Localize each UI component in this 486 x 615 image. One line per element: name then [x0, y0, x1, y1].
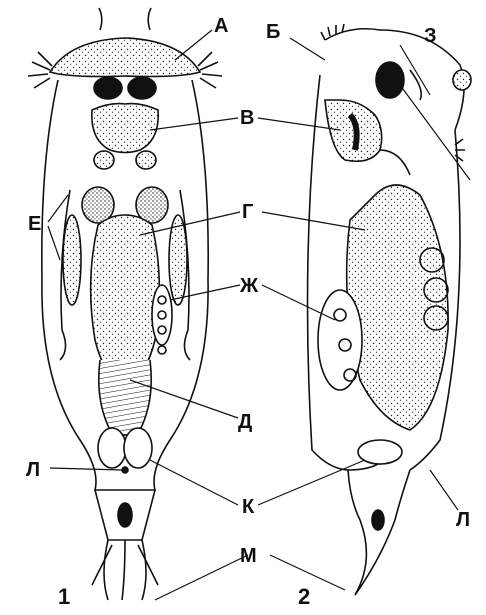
label-V: В — [240, 107, 254, 129]
leader-M1 — [155, 555, 248, 600]
leader-B — [290, 38, 325, 60]
right-cilia — [198, 52, 222, 88]
figure-1-rotifer-dorsal — [28, 8, 222, 600]
leader-Z — [400, 45, 430, 95]
label-E: Е — [28, 213, 41, 235]
anus-dot — [122, 467, 128, 473]
label-D: Д — [238, 411, 252, 433]
label-K: К — [242, 496, 255, 518]
leader-V1 — [150, 118, 238, 130]
oesophagus — [380, 150, 410, 175]
pedal-gland-lateral — [372, 510, 384, 530]
leader-L2 — [430, 470, 458, 510]
leader-Zh2 — [262, 285, 335, 320]
foot-lateral-front — [348, 470, 366, 595]
dorsal-gland — [453, 70, 471, 90]
label-G: Г — [242, 201, 253, 223]
intestine — [99, 360, 152, 435]
bladder-right — [124, 428, 152, 468]
leader-E2 — [48, 226, 60, 260]
label-L-right: Л — [456, 509, 470, 531]
label-A: А — [214, 15, 228, 37]
label-M: М — [240, 545, 257, 567]
label-Z: З — [424, 25, 437, 47]
excretory-canal-left — [63, 215, 81, 305]
figure-number-1: 1 — [58, 584, 70, 609]
excretory-canal-right — [169, 215, 187, 305]
label-B: Б — [266, 21, 280, 43]
right-horn — [148, 8, 151, 30]
leader-Z2 — [400, 85, 470, 180]
leader-E1 — [48, 195, 68, 222]
figure-2-rotifer-lateral — [308, 24, 472, 595]
mastax — [92, 104, 158, 153]
mastax-lateral — [325, 100, 382, 161]
leader-A — [175, 30, 212, 60]
mastax-lobe-left — [94, 151, 114, 169]
figure-number-2: 2 — [298, 584, 310, 609]
leader-K1 — [150, 460, 238, 505]
pedal-gland — [118, 503, 132, 527]
right-dark-organ — [128, 77, 156, 99]
left-horn — [99, 8, 102, 30]
stomach-lateral — [347, 185, 448, 430]
dorsal-antenna — [410, 70, 421, 100]
egg-4 — [158, 346, 166, 354]
ovary — [152, 285, 172, 345]
mastax-lobe-right — [136, 151, 156, 169]
stomach — [91, 215, 160, 385]
left-dark-organ — [94, 77, 122, 99]
bladder-left — [98, 428, 126, 468]
label-Zh: Ж — [239, 275, 259, 297]
left-cilia — [28, 52, 52, 88]
label-L-left: Л — [26, 459, 40, 481]
brain-dark — [376, 62, 404, 98]
